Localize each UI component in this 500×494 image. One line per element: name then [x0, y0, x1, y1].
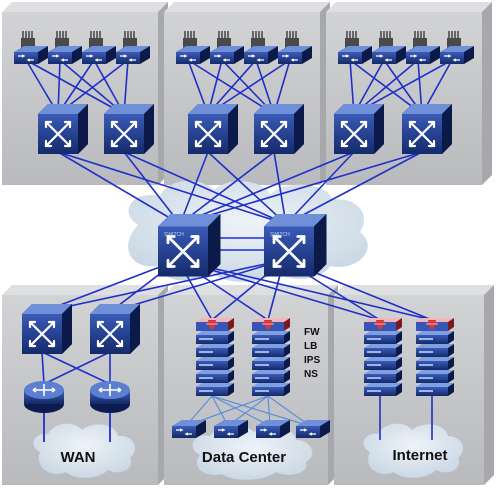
link-core-internet — [177, 259, 433, 321]
service-appliance-icon — [416, 357, 454, 370]
service-appliance-icon — [364, 344, 402, 357]
service-appliance-icon — [416, 370, 454, 383]
service-labels: FW LB IPS NS — [304, 327, 320, 380]
link-aggregation-core — [285, 151, 423, 225]
firewall-icon — [415, 317, 455, 332]
link-wan-switch-router — [41, 351, 45, 385]
link-core-wan — [109, 259, 285, 313]
service-appliance-icon — [416, 331, 454, 344]
rack-panel-top-right — [326, 2, 492, 185]
service-appliance-icon — [252, 370, 290, 383]
service-appliance-icon — [252, 344, 290, 357]
link-aggregation-core — [57, 151, 181, 225]
data-center-cloud — [192, 425, 313, 480]
wan-switch-icon — [88, 302, 142, 356]
device-layer: SWITCH SWITCH — [13, 30, 475, 439]
link-aggregation-core — [179, 151, 209, 225]
firewall-icon — [251, 317, 291, 332]
service-appliance-icon — [364, 331, 402, 344]
internet-cloud — [363, 423, 463, 478]
label-ips: IPS — [304, 355, 320, 366]
link-dc-stack-leaf — [267, 395, 311, 427]
service-appliance-icon — [252, 357, 290, 370]
label-fw: FW — [304, 327, 320, 338]
label-lb: LB — [304, 341, 317, 352]
service-appliance-icon — [364, 357, 402, 370]
service-appliance-icon — [364, 370, 402, 383]
link-aggregation-core — [123, 151, 181, 225]
aggregation-switch-icon — [102, 102, 156, 156]
core-switch-icon — [156, 212, 222, 278]
link-aggregation-core — [179, 151, 275, 225]
service-appliance-icon — [364, 383, 402, 396]
service-appliance-icon — [196, 383, 234, 396]
aggregation-switch-icon — [36, 102, 90, 156]
service-appliance-icon — [196, 357, 234, 370]
link-aggregation-core — [207, 151, 287, 225]
label-data-center: Data Center — [202, 449, 286, 466]
link-aggregation-core — [285, 151, 355, 225]
label-internet: Internet — [392, 447, 447, 464]
link-aggregation-core — [179, 151, 423, 225]
link-aggregation-core — [123, 151, 287, 225]
core-switch-icon — [262, 212, 328, 278]
label-wan: WAN — [61, 449, 96, 466]
label-ns: NS — [304, 369, 318, 380]
service-appliance-icon — [196, 331, 234, 344]
service-appliance-icon — [252, 383, 290, 396]
link-aggregation-core — [273, 151, 287, 225]
link-wan-switch-router — [43, 351, 111, 385]
link-dc-stack-leaf — [211, 395, 271, 427]
link-aggregation-core — [57, 151, 287, 225]
link-core-wan — [41, 259, 285, 313]
router-icon — [89, 380, 131, 414]
aggregation-switch-icon — [332, 102, 386, 156]
service-appliance-icon — [196, 344, 234, 357]
service-appliance-icon — [416, 344, 454, 357]
link-dc-stack-leaf — [211, 395, 311, 427]
aggregation-switch-icon — [252, 102, 306, 156]
wan-switch-icon — [20, 302, 74, 356]
service-appliance-icon — [252, 331, 290, 344]
firewall-icon — [363, 317, 403, 332]
link-access-aggregation — [25, 59, 125, 115]
service-appliance-icon — [416, 383, 454, 396]
rack-panel-top-middle — [164, 2, 330, 185]
router-icon — [23, 380, 65, 414]
aggregation-switch-icon — [186, 102, 240, 156]
service-appliance-icon — [196, 370, 234, 383]
link-core-wan — [41, 259, 179, 313]
firewall-icon — [195, 317, 235, 332]
aggregation-switch-icon — [400, 102, 454, 156]
core-switch-label: SWITCH — [164, 232, 184, 238]
core-switch-label: SWITCH — [270, 232, 290, 238]
link-aggregation-core — [179, 151, 355, 225]
